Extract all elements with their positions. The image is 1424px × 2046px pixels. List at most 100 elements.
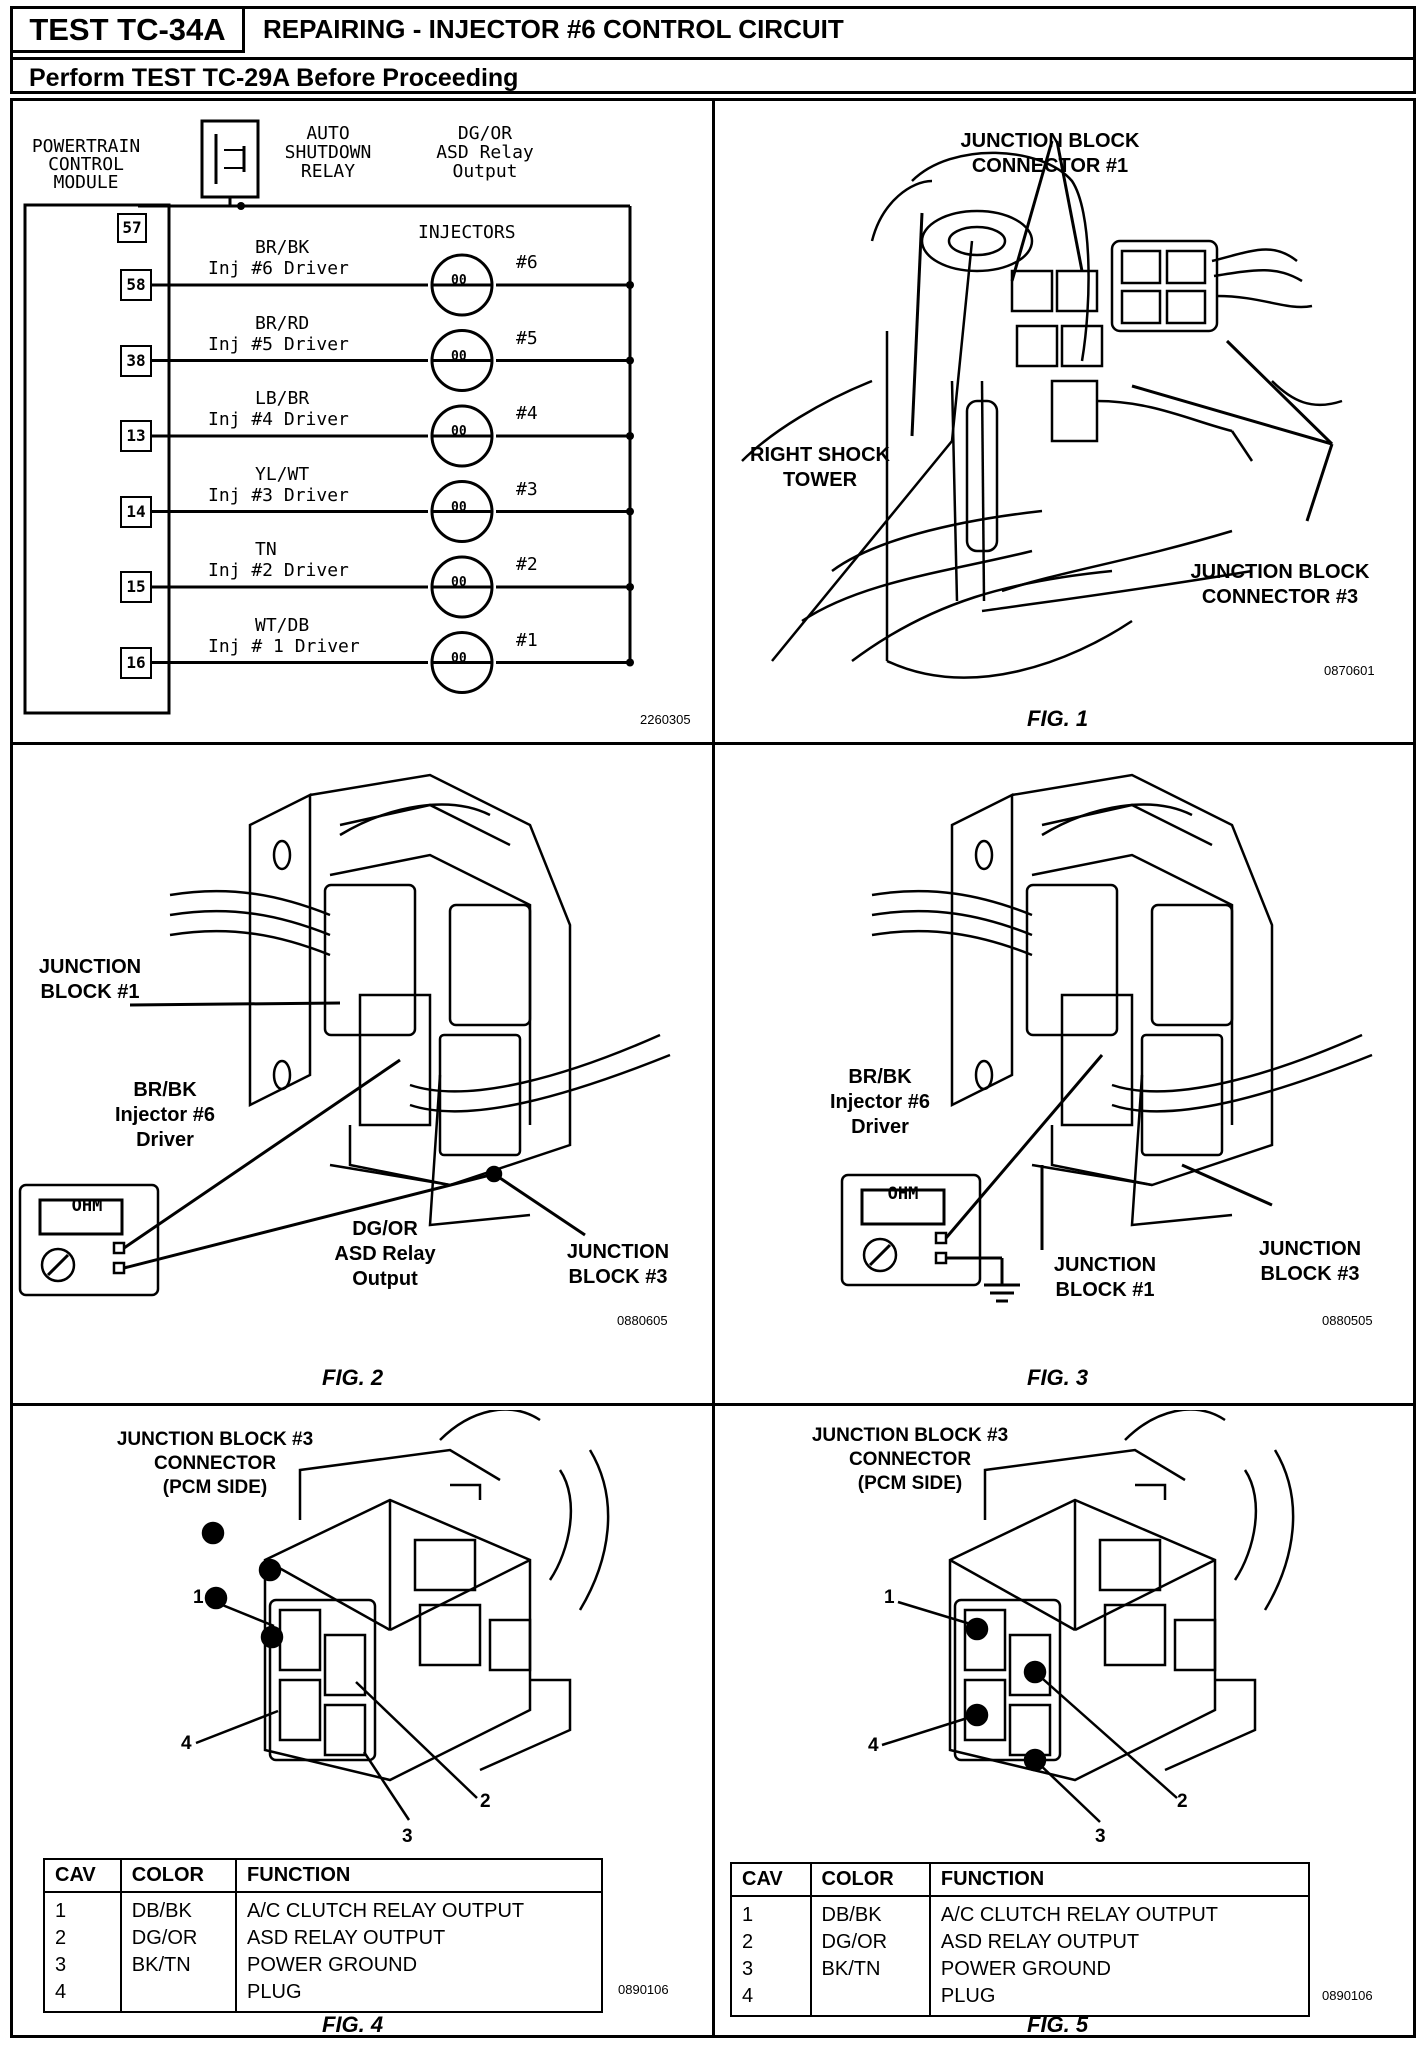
label-line: BLOCK #3 bbox=[1260, 1263, 1360, 1285]
label-line: BLOCK #1 bbox=[40, 981, 140, 1003]
function-cell: A/C CLUTCH RELAY OUTPUT bbox=[928, 1896, 1309, 1929]
cav-cell: 2 bbox=[55, 1927, 67, 1949]
label-line: CONNECTOR #1 bbox=[971, 155, 1129, 177]
color-cell: BK/TN bbox=[809, 1956, 930, 1983]
wire-color: LB/BR bbox=[255, 388, 310, 409]
splice-dot bbox=[626, 281, 634, 289]
coil-label: 00 bbox=[451, 575, 467, 590]
fig1-label-shock-tower: RIGHT SHOCK TOWER bbox=[735, 443, 905, 493]
engine-bay-illustration bbox=[741, 140, 1343, 679]
fig2-label-wire: BR/BK Injector #6 Driver bbox=[90, 1078, 240, 1153]
fig4-leader-lines bbox=[195, 1600, 478, 1821]
color-cell bbox=[119, 1979, 237, 2012]
driver-label: Inj #5 Driver bbox=[208, 333, 349, 355]
relay-output-label-line: Output bbox=[452, 161, 518, 182]
cav-cell: 4 bbox=[55, 1981, 67, 2003]
cav-cell: 3 bbox=[742, 1958, 754, 1980]
relay-output-label-line: ASD Relay bbox=[436, 142, 534, 163]
label-line: BR/BK bbox=[133, 1079, 197, 1101]
coil-label: 00 bbox=[451, 424, 467, 439]
col-color: COLOR bbox=[119, 1858, 238, 1893]
pcm-label-line: MODULE bbox=[53, 172, 119, 193]
fig2-caption: FIG. 2 bbox=[322, 1365, 384, 1390]
header-divider bbox=[13, 57, 1413, 60]
function-cell: A/C CLUTCH RELAY OUTPUT bbox=[235, 1892, 602, 1925]
label-line: JUNCTION bbox=[1053, 1254, 1157, 1276]
schematic-code: 2260305 bbox=[640, 712, 691, 727]
label-line: JUNCTION BLOCK bbox=[960, 130, 1140, 152]
pcm-pin: 15 bbox=[120, 571, 152, 603]
fig1-caption: FIG. 1 bbox=[1027, 706, 1089, 731]
cav-cell: 2 bbox=[742, 1931, 754, 1953]
driver-label: Inj #2 Driver bbox=[208, 560, 349, 581]
label-line: BLOCK #3 bbox=[568, 1266, 668, 1288]
header: TEST TC-34A REPAIRING - INJECTOR #6 CONT… bbox=[10, 6, 1416, 94]
function-cell: PLUG bbox=[928, 1983, 1309, 2016]
wire-color: BR/BK bbox=[255, 237, 310, 258]
col-color: COLOR bbox=[809, 1862, 931, 1897]
label-line: Injector #6 bbox=[114, 1104, 216, 1126]
fig4-title: JUNCTION BLOCK #3 CONNECTOR (PCM SIDE) bbox=[85, 1428, 345, 1500]
fig2-label-jb3: JUNCTION BLOCK #3 bbox=[548, 1240, 688, 1290]
fig2-label-relay: DG/OR ASD Relay Output bbox=[310, 1217, 460, 1292]
function-cell: ASD RELAY OUTPUT bbox=[235, 1925, 602, 1952]
label-line: JUNCTION BLOCK #3 bbox=[116, 1429, 314, 1450]
color-cell: DG/OR bbox=[809, 1929, 930, 1956]
label-line: CONNECTOR #3 bbox=[1201, 586, 1359, 608]
function-cell: POWER GROUND bbox=[928, 1956, 1309, 1983]
fig1-code: 0870601 bbox=[1324, 663, 1375, 678]
wire-color: WT/DB bbox=[255, 614, 310, 636]
fig2-ohmmeter-display: OHM bbox=[71, 1196, 103, 1216]
fig4-caption: FIG. 4 bbox=[322, 2012, 384, 2037]
page-title: REPAIRING - INJECTOR #6 CONTROL CIRCUIT bbox=[263, 14, 844, 44]
label-line: JUNCTION bbox=[38, 956, 142, 978]
color-cell: BK/TN bbox=[119, 1952, 237, 1979]
prerequisite-note: Perform TEST TC-29A Before Proceeding bbox=[29, 64, 519, 92]
fig3-label-jb3: JUNCTION BLOCK #3 bbox=[1240, 1237, 1380, 1287]
relay-label-line: RELAY bbox=[300, 161, 356, 182]
injector-number: #6 bbox=[516, 252, 538, 273]
relay-label-line: AUTO bbox=[306, 123, 350, 144]
relay-label: AUTO SHUTDOWN RELAY bbox=[268, 124, 388, 181]
pcm-label-line: POWERTRAIN bbox=[31, 136, 141, 157]
label-line: JUNCTION BLOCK bbox=[1190, 561, 1370, 583]
col-function: FUNCTION bbox=[235, 1858, 603, 1893]
fig4-connector-illustration bbox=[201, 1410, 610, 1782]
cav-cell: 3 bbox=[55, 1954, 67, 1976]
fig2-label-jb1: JUNCTION BLOCK #1 bbox=[20, 955, 160, 1005]
cav-cell: 4 bbox=[742, 1985, 754, 2007]
figure-grid bbox=[10, 98, 1416, 2038]
fig5-cavity-2: 2 bbox=[1177, 1791, 1188, 1812]
splice-dot bbox=[626, 658, 634, 667]
injector-number: #5 bbox=[516, 327, 538, 349]
label-line: CONNECTOR bbox=[848, 1449, 972, 1470]
wire-color: TN bbox=[255, 539, 277, 560]
fig3-label-wire: BR/BK Injector #6 Driver bbox=[805, 1065, 955, 1140]
wire-color: BR/RD bbox=[255, 312, 310, 334]
fig4-cavity-4: 4 bbox=[181, 1733, 192, 1754]
cav-cell: 1 bbox=[742, 1904, 754, 1926]
injector-number: #2 bbox=[516, 554, 538, 575]
label-line: ASD Relay bbox=[334, 1243, 436, 1265]
fig4-cavity-3: 3 bbox=[402, 1826, 413, 1847]
label-line: (PCM SIDE) bbox=[857, 1473, 963, 1494]
label-line: BLOCK #1 bbox=[1055, 1279, 1155, 1301]
injectors-label: INJECTORS bbox=[418, 222, 516, 243]
label-line: RIGHT SHOCK bbox=[750, 444, 890, 466]
grid-divider-row2 bbox=[13, 1403, 1413, 1406]
relay-output-label-line: DG/OR bbox=[457, 123, 513, 144]
label-line: JUNCTION bbox=[566, 1241, 670, 1263]
label-line: JUNCTION bbox=[1258, 1238, 1362, 1260]
test-id: TEST TC-34A bbox=[13, 9, 245, 53]
color-cell bbox=[809, 1983, 930, 2016]
pcm-pin: 16 bbox=[120, 646, 152, 679]
splice-dot bbox=[626, 583, 634, 591]
